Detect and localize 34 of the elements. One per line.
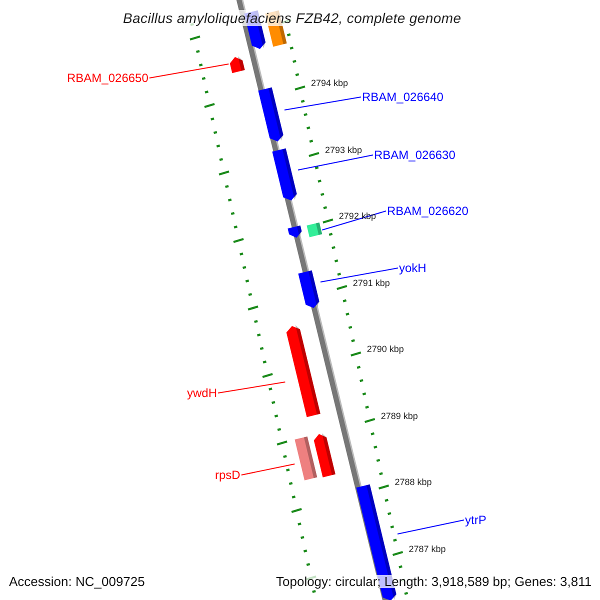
scale-label: 2791 kbp (352, 278, 390, 288)
gene-feature (306, 222, 322, 238)
gene-feature (314, 433, 336, 478)
gene-label: RBAM_026630 (374, 149, 456, 161)
scale-label: 2789 kbp (380, 412, 418, 420)
gene-label: ytrP (465, 514, 486, 526)
scale-label: 2788 kbp (394, 478, 432, 487)
genome-summary: Topology: circular; Length: 3,918,589 bp; Genes: 3,811 (276, 575, 592, 588)
leader-line (240, 464, 296, 476)
gene-label: RBAM_026640 (362, 91, 444, 103)
leader-line (320, 268, 398, 282)
gene-feature (230, 56, 245, 74)
gene-label: RBAM_026650 (67, 72, 148, 84)
scale-label: 2790 kbp (366, 345, 404, 354)
scale-label: 2793 kbp (324, 146, 362, 154)
gene-feature (294, 436, 318, 480)
leader-line (218, 382, 286, 394)
leader-line (322, 210, 386, 230)
gene-label: yokH (399, 262, 426, 274)
scale-label: 2794 kbp (311, 79, 348, 88)
gene-label: ywdH (187, 387, 218, 399)
gene-label: rpsD (215, 469, 240, 481)
gene-feature (288, 225, 302, 238)
leader-line (298, 154, 374, 170)
leader-line (397, 520, 464, 534)
accession-text: Accession: NC_009725 (9, 575, 145, 588)
gene-feature (286, 325, 320, 418)
leader-line (284, 96, 362, 110)
scale-label: 2787 kbp (408, 544, 446, 554)
gene-label: RBAM_026620 (387, 205, 468, 217)
gene-feature (272, 148, 297, 201)
gene-feature (298, 270, 320, 308)
gene-feature (258, 87, 284, 142)
leader-line (148, 64, 230, 78)
